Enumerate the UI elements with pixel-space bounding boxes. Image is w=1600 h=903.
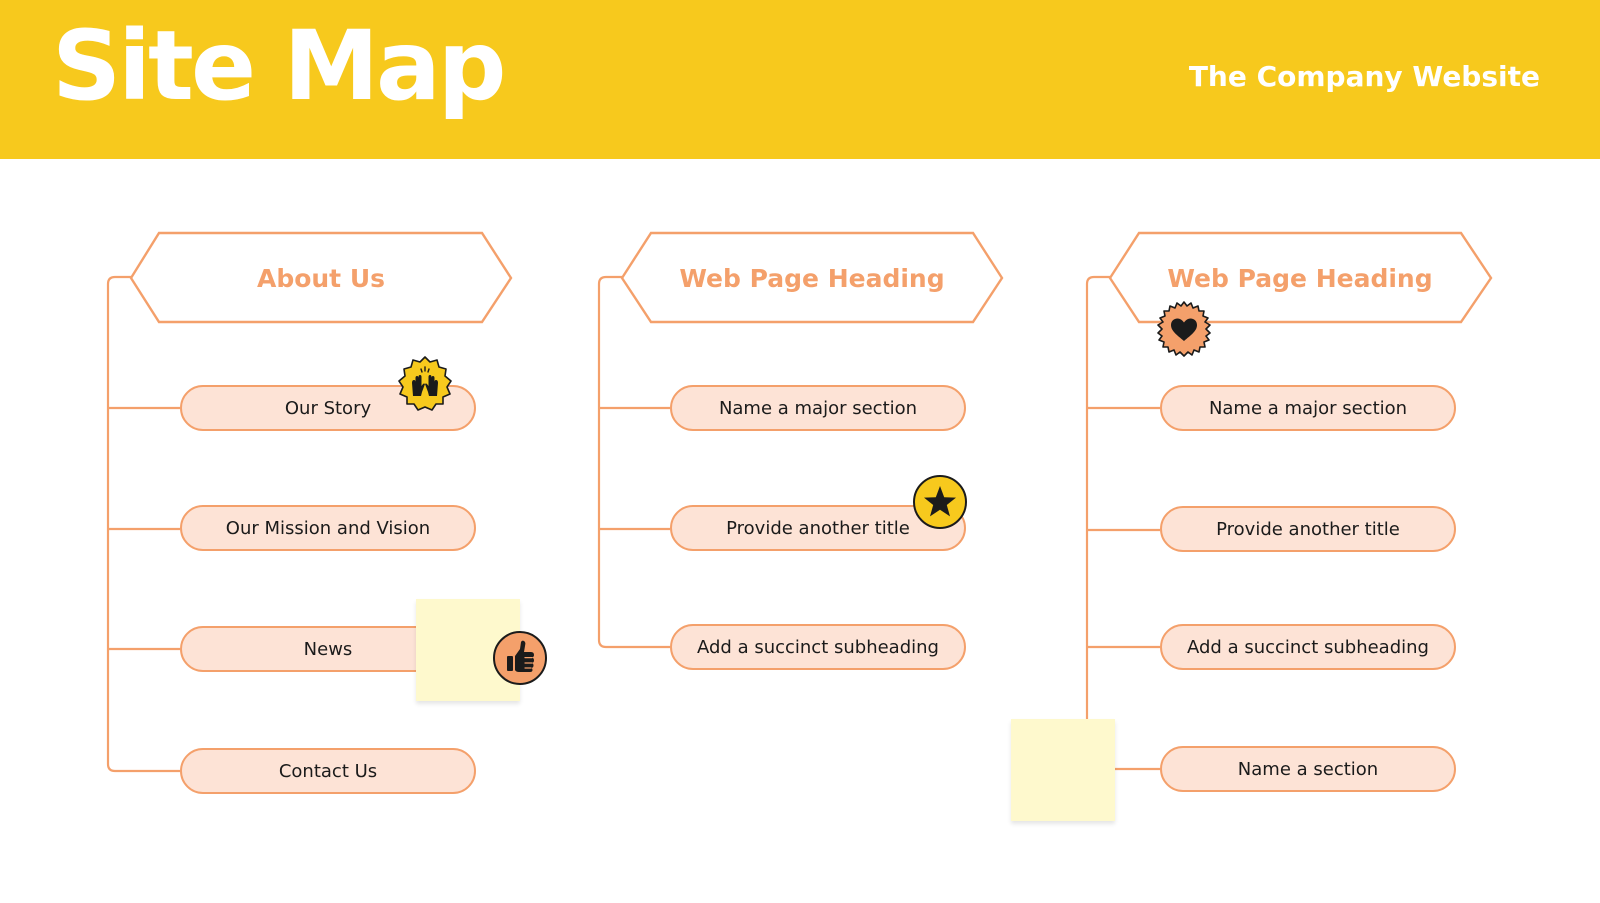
page-node-add-a-succinct-subheading[interactable]: Add a succinct subheading: [670, 624, 966, 670]
raised-hands-icon: [398, 356, 452, 411]
page-node-label: Provide another title: [1216, 518, 1400, 540]
column-heading-web-page-3: Web Page Heading: [1167, 264, 1433, 293]
thumbs-up-icon: [493, 631, 547, 685]
page-node-label: Name a section: [1237, 758, 1379, 780]
page-node-name-a-major-section[interactable]: Name a major section: [670, 385, 966, 431]
page-node-label: News: [303, 638, 353, 660]
page-node-our-mission-and-vision[interactable]: Our Mission and Vision: [180, 505, 476, 551]
page-node-name-a-section[interactable]: Name a section: [1160, 746, 1456, 792]
page-node-label: Add a succinct subheading: [1187, 636, 1429, 658]
page-node-label: Add a succinct subheading: [697, 636, 939, 658]
page-node-label: Provide another title: [726, 517, 910, 539]
page-node-name-a-major-section[interactable]: Name a major section: [1160, 385, 1456, 431]
page-node-contact-us[interactable]: Contact Us: [180, 748, 476, 794]
page-node-label: Name a major section: [1208, 397, 1408, 419]
page-node-provide-another-title[interactable]: Provide another title: [1160, 506, 1456, 552]
page-node-add-a-succinct-subheading[interactable]: Add a succinct subheading: [1160, 624, 1456, 670]
page-node-label: Our Mission and Vision: [225, 517, 431, 539]
page-subtitle: The Company Website: [1188, 60, 1540, 93]
sticky-note[interactable]: [1011, 719, 1115, 821]
page-node-label: Contact Us: [278, 760, 378, 782]
column-heading-about-us: About Us: [256, 264, 386, 293]
heart-icon: [1157, 301, 1211, 357]
page-node-label: Our Story: [284, 397, 372, 419]
header-banner: Site Map The Company Website: [0, 0, 1600, 159]
column-heading-web-page-2: Web Page Heading: [679, 264, 945, 293]
page-node-our-story[interactable]: Our Story: [180, 385, 476, 431]
star-icon: [913, 475, 967, 529]
page-node-label: Name a major section: [718, 397, 918, 419]
page-node-provide-another-title[interactable]: Provide another title: [670, 505, 966, 551]
page-title: Site Map: [52, 10, 506, 122]
